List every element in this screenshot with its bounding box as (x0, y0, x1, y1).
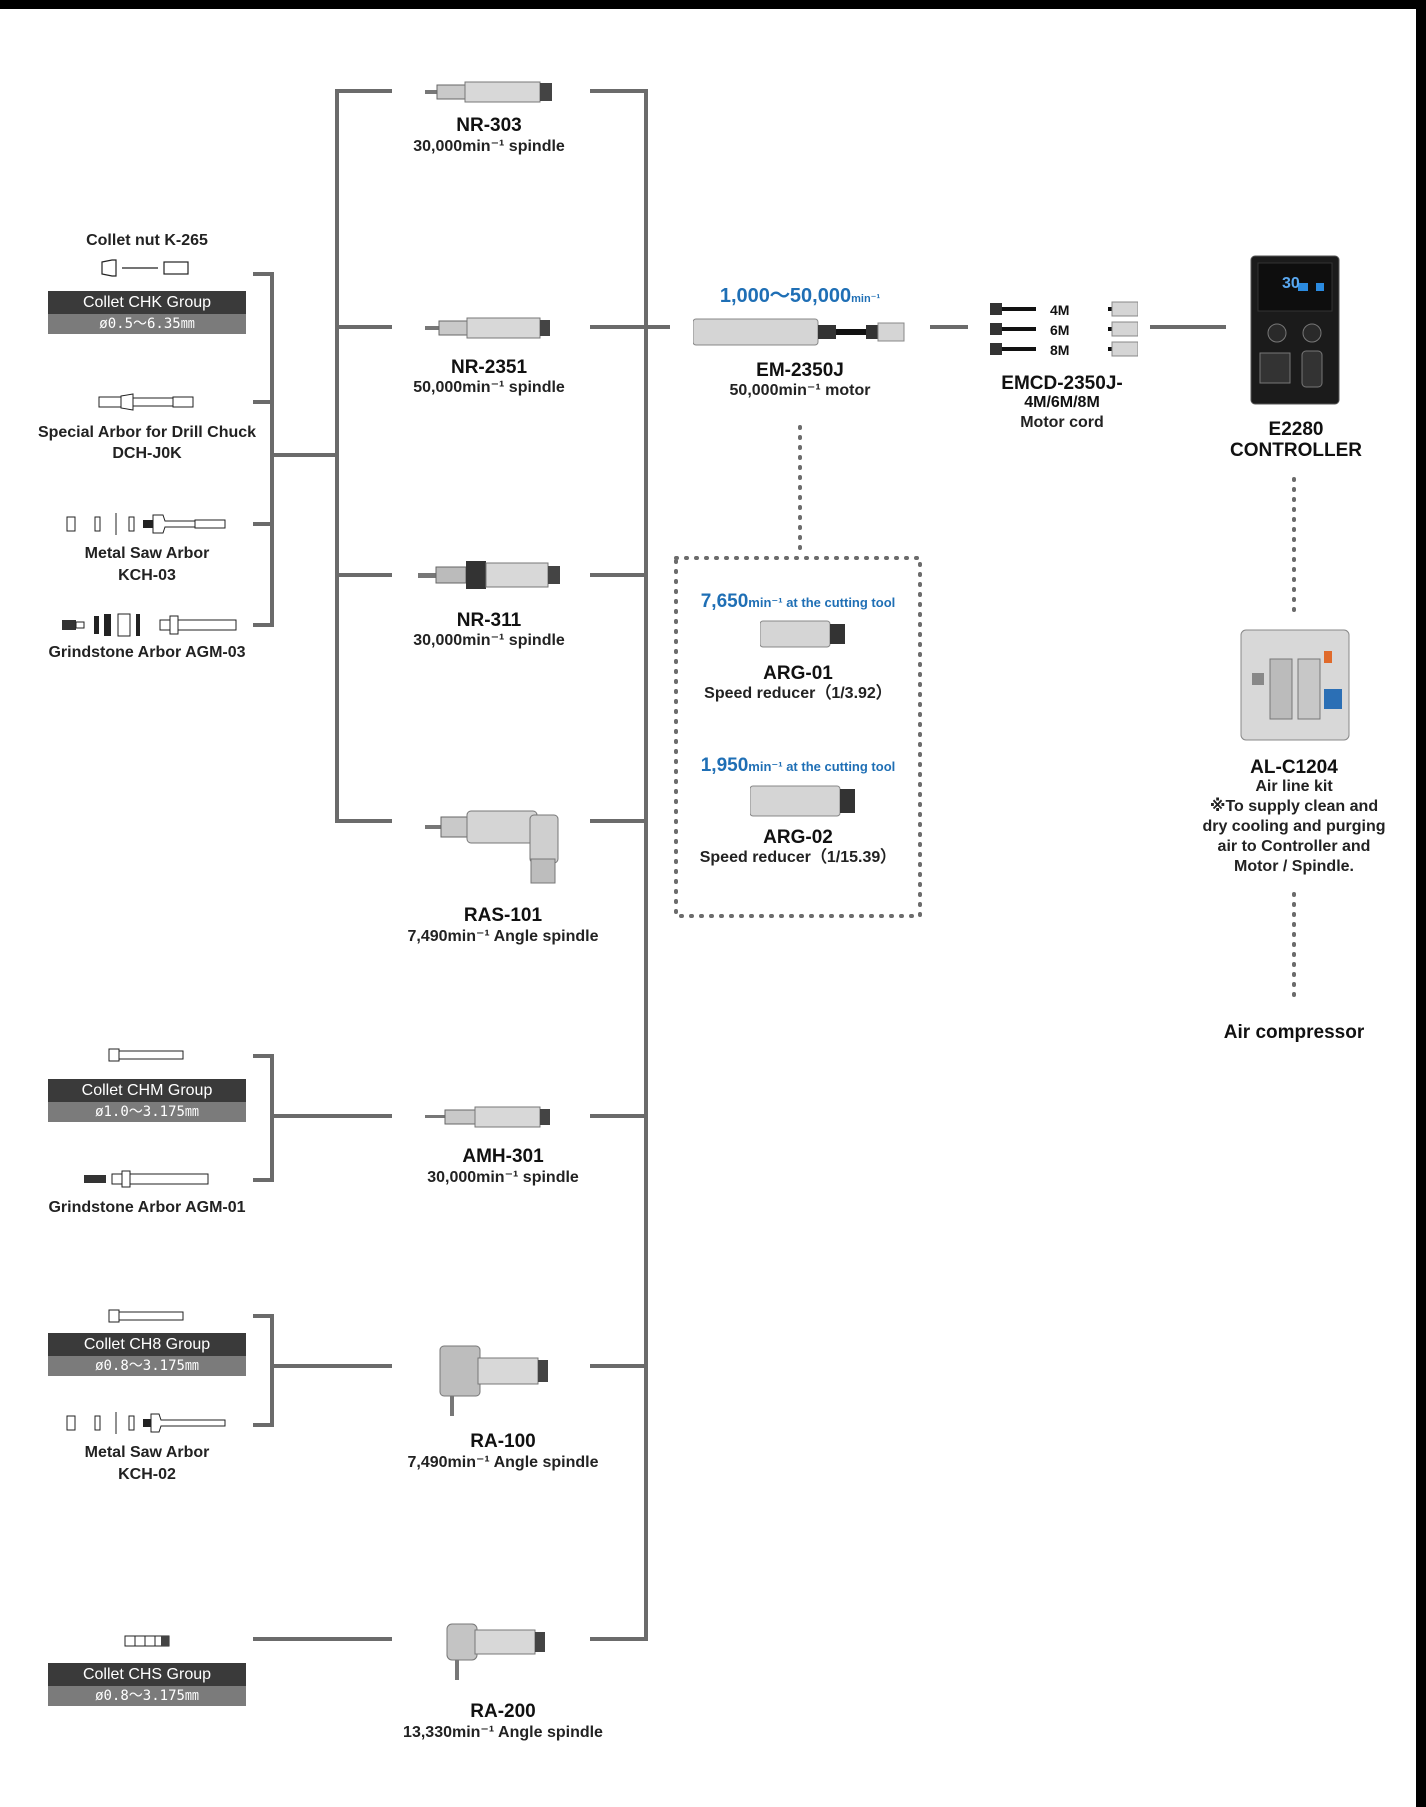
collet-group-name: Collet CH8 Group (48, 1333, 246, 1356)
spindle-desc: 30,000min⁻¹ spindle (413, 138, 565, 155)
collet-nut-label: Collet nut K-265 (86, 232, 208, 249)
metal-saw-arbor-icon (65, 511, 235, 542)
reducer-desc: Speed reducer（1/3.92） (704, 685, 892, 702)
reducer-speed: 7,650min⁻¹ at the cutting tool (701, 591, 896, 613)
spindle-amh301-image (425, 1106, 565, 1133)
spindle-name: NR-303 (456, 115, 522, 136)
spindle-ras101-image (425, 809, 565, 894)
cord-name-lengths: 4M/6M/8M (1024, 394, 1100, 411)
collet-ch8-group-label: Collet CH8 Group ø0.8～3.175㎜ (48, 1333, 246, 1376)
metal-saw-arbor-kch03-code: KCH-03 (118, 567, 176, 584)
cord-6m (990, 321, 1139, 337)
reducer-dotted-frame (674, 556, 922, 918)
reducer-speed-value: 1,950 (700, 755, 749, 776)
connector-bracket-amh (253, 1054, 274, 1182)
spindle-nr303-image (425, 81, 565, 108)
drill-chuck-arbor-code: DCH-J0K (112, 445, 182, 462)
connector-bracket-ra100 (253, 1314, 274, 1427)
collet-ch8-icon (107, 1308, 187, 1329)
collet-chm-group-label: Collet CHM Group ø1.0～3.175㎜ (48, 1079, 246, 1122)
spindle-name: RAS-101 (463, 905, 543, 926)
spindle-desc: 50,000min⁻¹ spindle (413, 379, 565, 396)
air-line-kit-note: dry cooling and purging (1202, 818, 1386, 835)
motor-speed: 1,000～50,000min⁻¹ (720, 285, 880, 308)
collet-group-range: ø0.8～3.175㎜ (48, 1356, 246, 1376)
controller-label: CONTROLLER (1230, 440, 1362, 461)
cord-desc: Motor cord (1020, 414, 1104, 431)
collet-nut-icon (100, 258, 192, 283)
motor-desc: 50,000min⁻¹ motor (729, 382, 871, 399)
metal-saw-arbor-kch02-label: Metal Saw Arbor (84, 1444, 210, 1461)
cord-4m (990, 301, 1139, 317)
system-diagram: NR-303 30,000min⁻¹ spindle NR-2351 50,00… (0, 9, 1416, 1807)
spindle-nr2351-image (425, 317, 565, 344)
drill-chuck-arbor-icon (97, 392, 197, 417)
metal-saw-arbor-kch02-code: KCH-02 (118, 1466, 176, 1483)
cord-length-label: 4M (1050, 302, 1070, 318)
spindle-desc: 30,000min⁻¹ spindle (413, 632, 565, 649)
controller-e2280-image (1250, 255, 1340, 410)
grindstone-arbor-agm01-label: Grindstone Arbor AGM-01 (48, 1199, 246, 1216)
collet-group-name: Collet CHK Group (48, 291, 246, 314)
spindle-desc: 30,000min⁻¹ spindle (427, 1169, 579, 1186)
air-line-kit-note: Motor / Spindle. (1234, 858, 1354, 875)
spindle-name: RA-200 (470, 1701, 536, 1722)
reducer-speed-unit: min⁻¹ at the cutting tool (748, 759, 896, 774)
reducer-speed: 1,950min⁻¹ at the cutting tool (701, 755, 896, 777)
air-line-kit-image (1240, 629, 1350, 749)
spindle-desc: 13,330min⁻¹ Angle spindle (403, 1724, 603, 1741)
controller-name: E2280 (1268, 419, 1324, 440)
motor-name: EM-2350J (756, 360, 844, 381)
spindle-ra200-image (445, 1622, 555, 1689)
connector-left-trunk (335, 89, 392, 823)
collet-group-name: Collet CHS Group (48, 1663, 246, 1686)
collet-group-range: ø0.5～6.35㎜ (48, 314, 246, 334)
collet-chm-icon (107, 1047, 187, 1068)
drill-chuck-arbor-label: Special Arbor for Drill Chuck (37, 424, 257, 441)
cord-name: EMCD-2350J- (1001, 373, 1123, 394)
air-line-kit-note: air to Controller and (1217, 838, 1371, 855)
reducer-speed-unit: min⁻¹ at the cutting tool (748, 595, 896, 610)
cord-length-label: 6M (1050, 322, 1070, 338)
grindstone-arbor-agm01-icon (82, 1169, 212, 1194)
reducer-arg01-image (759, 619, 855, 654)
reducer-name: ARG-02 (763, 827, 833, 848)
air-line-kit-name: AL-C1204 (1250, 757, 1338, 778)
spindle-nr311-image (418, 559, 568, 596)
grindstone-arbor-agm03-label: Grindstone Arbor AGM-03 (48, 644, 246, 661)
connector-right-trunk (590, 89, 648, 1641)
spindle-name: AMH-301 (462, 1146, 544, 1167)
metal-saw-arbor-kch02-icon (65, 1410, 235, 1441)
motor-speed-value: 1,000～50,000 (719, 285, 852, 307)
reducer-arg02-image (749, 784, 860, 823)
spindle-name: RA-100 (470, 1431, 536, 1452)
connector-bracket-top (253, 272, 274, 627)
spindle-name: NR-311 (456, 610, 522, 631)
collet-chs-group-label: Collet CHS Group ø0.8～3.175㎜ (48, 1663, 246, 1706)
collet-group-range: ø1.0～3.175㎜ (48, 1102, 246, 1122)
collet-chs-icon (123, 1634, 173, 1653)
cord-length-label: 8M (1050, 342, 1070, 358)
motor-speed-unit: min⁻¹ (851, 293, 881, 305)
motor-cord-image (988, 299, 1139, 366)
reducer-name: ARG-01 (763, 663, 833, 684)
controller-display-readout: 30 (1282, 275, 1300, 292)
collet-group-range: ø0.8～3.175㎜ (48, 1686, 246, 1706)
spindle-desc: 7,490min⁻¹ Angle spindle (407, 928, 599, 945)
metal-saw-arbor-kch03-label: Metal Saw Arbor (84, 545, 210, 562)
collet-chk-group-label: Collet CHK Group ø0.5～6.35㎜ (48, 291, 246, 334)
reducer-speed-value: 7,650 (700, 591, 749, 612)
collet-group-name: Collet CHM Group (48, 1079, 246, 1102)
spindle-ra100-image (438, 1344, 558, 1424)
spindle-name: NR-2351 (450, 357, 528, 378)
connector-lines (253, 89, 1296, 1641)
cord-8m (990, 341, 1139, 357)
air-line-kit-note: ※To supply clean and (1209, 798, 1379, 815)
spindle-desc: 7,490min⁻¹ Angle spindle (407, 1454, 599, 1471)
grindstone-arbor-icon (60, 612, 240, 643)
air-line-kit-desc: Air line kit (1255, 778, 1333, 795)
air-compressor-label: Air compressor (1223, 1022, 1365, 1043)
reducer-desc: Speed reducer（1/15.39） (699, 849, 897, 866)
motor-em2350j-image (692, 317, 908, 352)
